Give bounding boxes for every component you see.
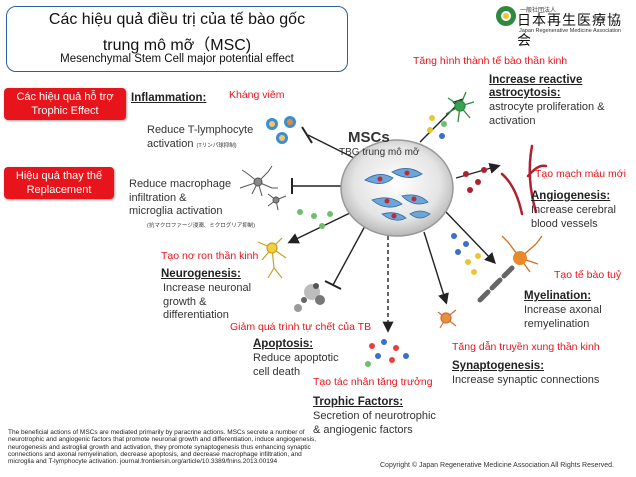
apoptotic-cells-icon [294,283,325,312]
macrophage-text: Reduce macrophage infiltration & microgl… [129,178,231,219]
msc-label: MSCs [348,129,390,146]
astro-heading: Increase reactive [489,74,583,86]
tcell-line2: activation (Tリンパ球抑制) [147,138,253,154]
angio-vn-label: Tạo mạch máu mới [535,168,626,180]
trophic-dots-bottom [365,339,409,367]
neuro-vn-label: Tạo nơ ron thần kinh [161,250,259,262]
astro-text: astrocyte proliferation & activation [489,101,605,128]
astrocyte-icon [445,91,475,123]
copyright-text: Copyright © Japan Regenerative Medicine … [380,462,614,469]
macro-line2: infiltration & [129,191,187,204]
trophic-text: Secretion of neurotrophic & angiogenic f… [313,410,436,437]
trophic-dots-left [297,209,333,229]
replacement-button-line1: Hiệu quả thay thế [15,170,103,182]
inflammation-heading: Inflammation: [131,92,207,104]
myelin-vn-label: Tạo tế bào tuỷ [554,269,622,281]
neuro-line2: growth & [163,295,207,308]
replacement-button[interactable]: Hiệu quả thay thế Replacement [4,167,114,199]
title-line-1: Các hiệu quả điều trị của tế bào gốc [48,11,306,28]
title-line-3: Mesenchymal Stem Cell major potential ef… [60,53,294,65]
angio-text: Increase cerebral blood vessels [531,204,616,231]
myelin-line1: Increase axonal [524,304,602,316]
macro-line3: microglia activation [129,205,223,217]
macro-line1: Reduce macrophage [129,178,232,190]
blood-vessel-icon [500,144,548,216]
msc-dish [340,139,454,237]
inhibit-line-tcell [307,134,359,161]
astro-dots [427,115,447,139]
apoptosis-line2: cell death [253,365,301,378]
synapto-vn-label: Tăng dẫn truyền xung thần kinh [452,341,600,353]
tcell-line2-text: activation [147,137,194,150]
replacement-button-line2: Replacement [26,184,92,196]
trophic-vn-label: Tạo tác nhân tăng trưởng [313,376,433,388]
trophic-line1: Secretion of neurotrophic [313,410,436,422]
arrow-angio [455,162,501,179]
neuron-icon [257,237,287,279]
astro-line1: astrocyte proliferation & [489,101,605,113]
tcell-text: Reduce T-lymphocyte activation (Tリンパ球抑制) [147,124,253,153]
astro-vn-label: Tăng hình thành tế bào thần kinh [413,55,568,67]
arrow-synapto [423,231,449,305]
arrow-myelin [445,211,496,265]
tcell-jp: (Tリンパ球抑制) [196,142,237,149]
trophic-heading: Trophic Factors: [313,396,404,408]
apoptosis-text: Reduce apoptotic cell death [253,352,339,379]
macro-jp: (抗マクロファージ浸潤、ミクログリア抑制) [147,223,256,229]
angio-line2: blood vessels [531,217,598,230]
jrma-logo-mark [496,6,516,26]
t-lymphocyte-icons [266,116,296,144]
reference-text: The beneficial actions of MSCs are media… [8,429,317,466]
microglia-icon [239,165,287,211]
inhibit-line-apoptosis [332,225,366,286]
myelin-line2: remyelination [524,317,590,330]
neuro-text: Increase neuronal growth & differentiati… [163,282,251,323]
myelin-heading: Myelination: [524,290,592,302]
myelination-neuron-icon [477,235,543,303]
blue-dots-myelin [451,233,469,255]
apoptosis-line1: Reduce apoptotic [253,352,339,364]
title-line-2: trung mô mỡ（MSC) [102,37,252,54]
red-dots-angio [463,167,487,193]
logo-main-text: 日本再生医療協会 [517,12,622,48]
logo-small-text: 一般社団法人 [520,8,557,14]
neuro-heading: Neurogenesis: [161,268,241,280]
synapto-heading: Synaptogenesis: [452,360,545,372]
astro-heading-2: astrocytosis: [489,87,561,99]
tcell-line1: Reduce T-lymphocyte [147,124,254,136]
angio-line1: Increase cerebral [531,204,616,216]
apoptosis-vn-label: Giảm quá trình tự chết của TB [230,321,372,333]
synapto-text: Increase synaptic connections [452,374,600,386]
trophic-button-line1: Các hiệu quả hỗ trợ [16,91,114,103]
astro-line2: activation [489,114,536,127]
neuro-line1: Increase neuronal [163,282,252,294]
trophic-effect-button[interactable]: Các hiệu quả hỗ trợ Trophic Effect [4,88,126,120]
msc-sublabel: TBG trung mô mỡ [339,147,420,158]
angio-heading: Angiogenesis: [531,190,611,202]
trophic-button-line2: Trophic Effect [31,105,99,117]
trophic-line2: & angiogenic factors [313,423,413,436]
neuro-line3: differentiation [163,309,229,321]
logo-sub-text: Japan Regenerative Medicine Association [519,28,622,34]
synapse-icon [437,309,457,329]
inflammation-vn-label: Kháng viêm [229,89,285,101]
apoptosis-heading: Apoptosis: [253,338,314,350]
yellow-dots-myelin [465,253,481,275]
title-box: Các hiệu quả điều trị của tế bào gốc tru… [6,6,348,72]
myelin-text: Increase axonal remyelination [524,304,602,331]
